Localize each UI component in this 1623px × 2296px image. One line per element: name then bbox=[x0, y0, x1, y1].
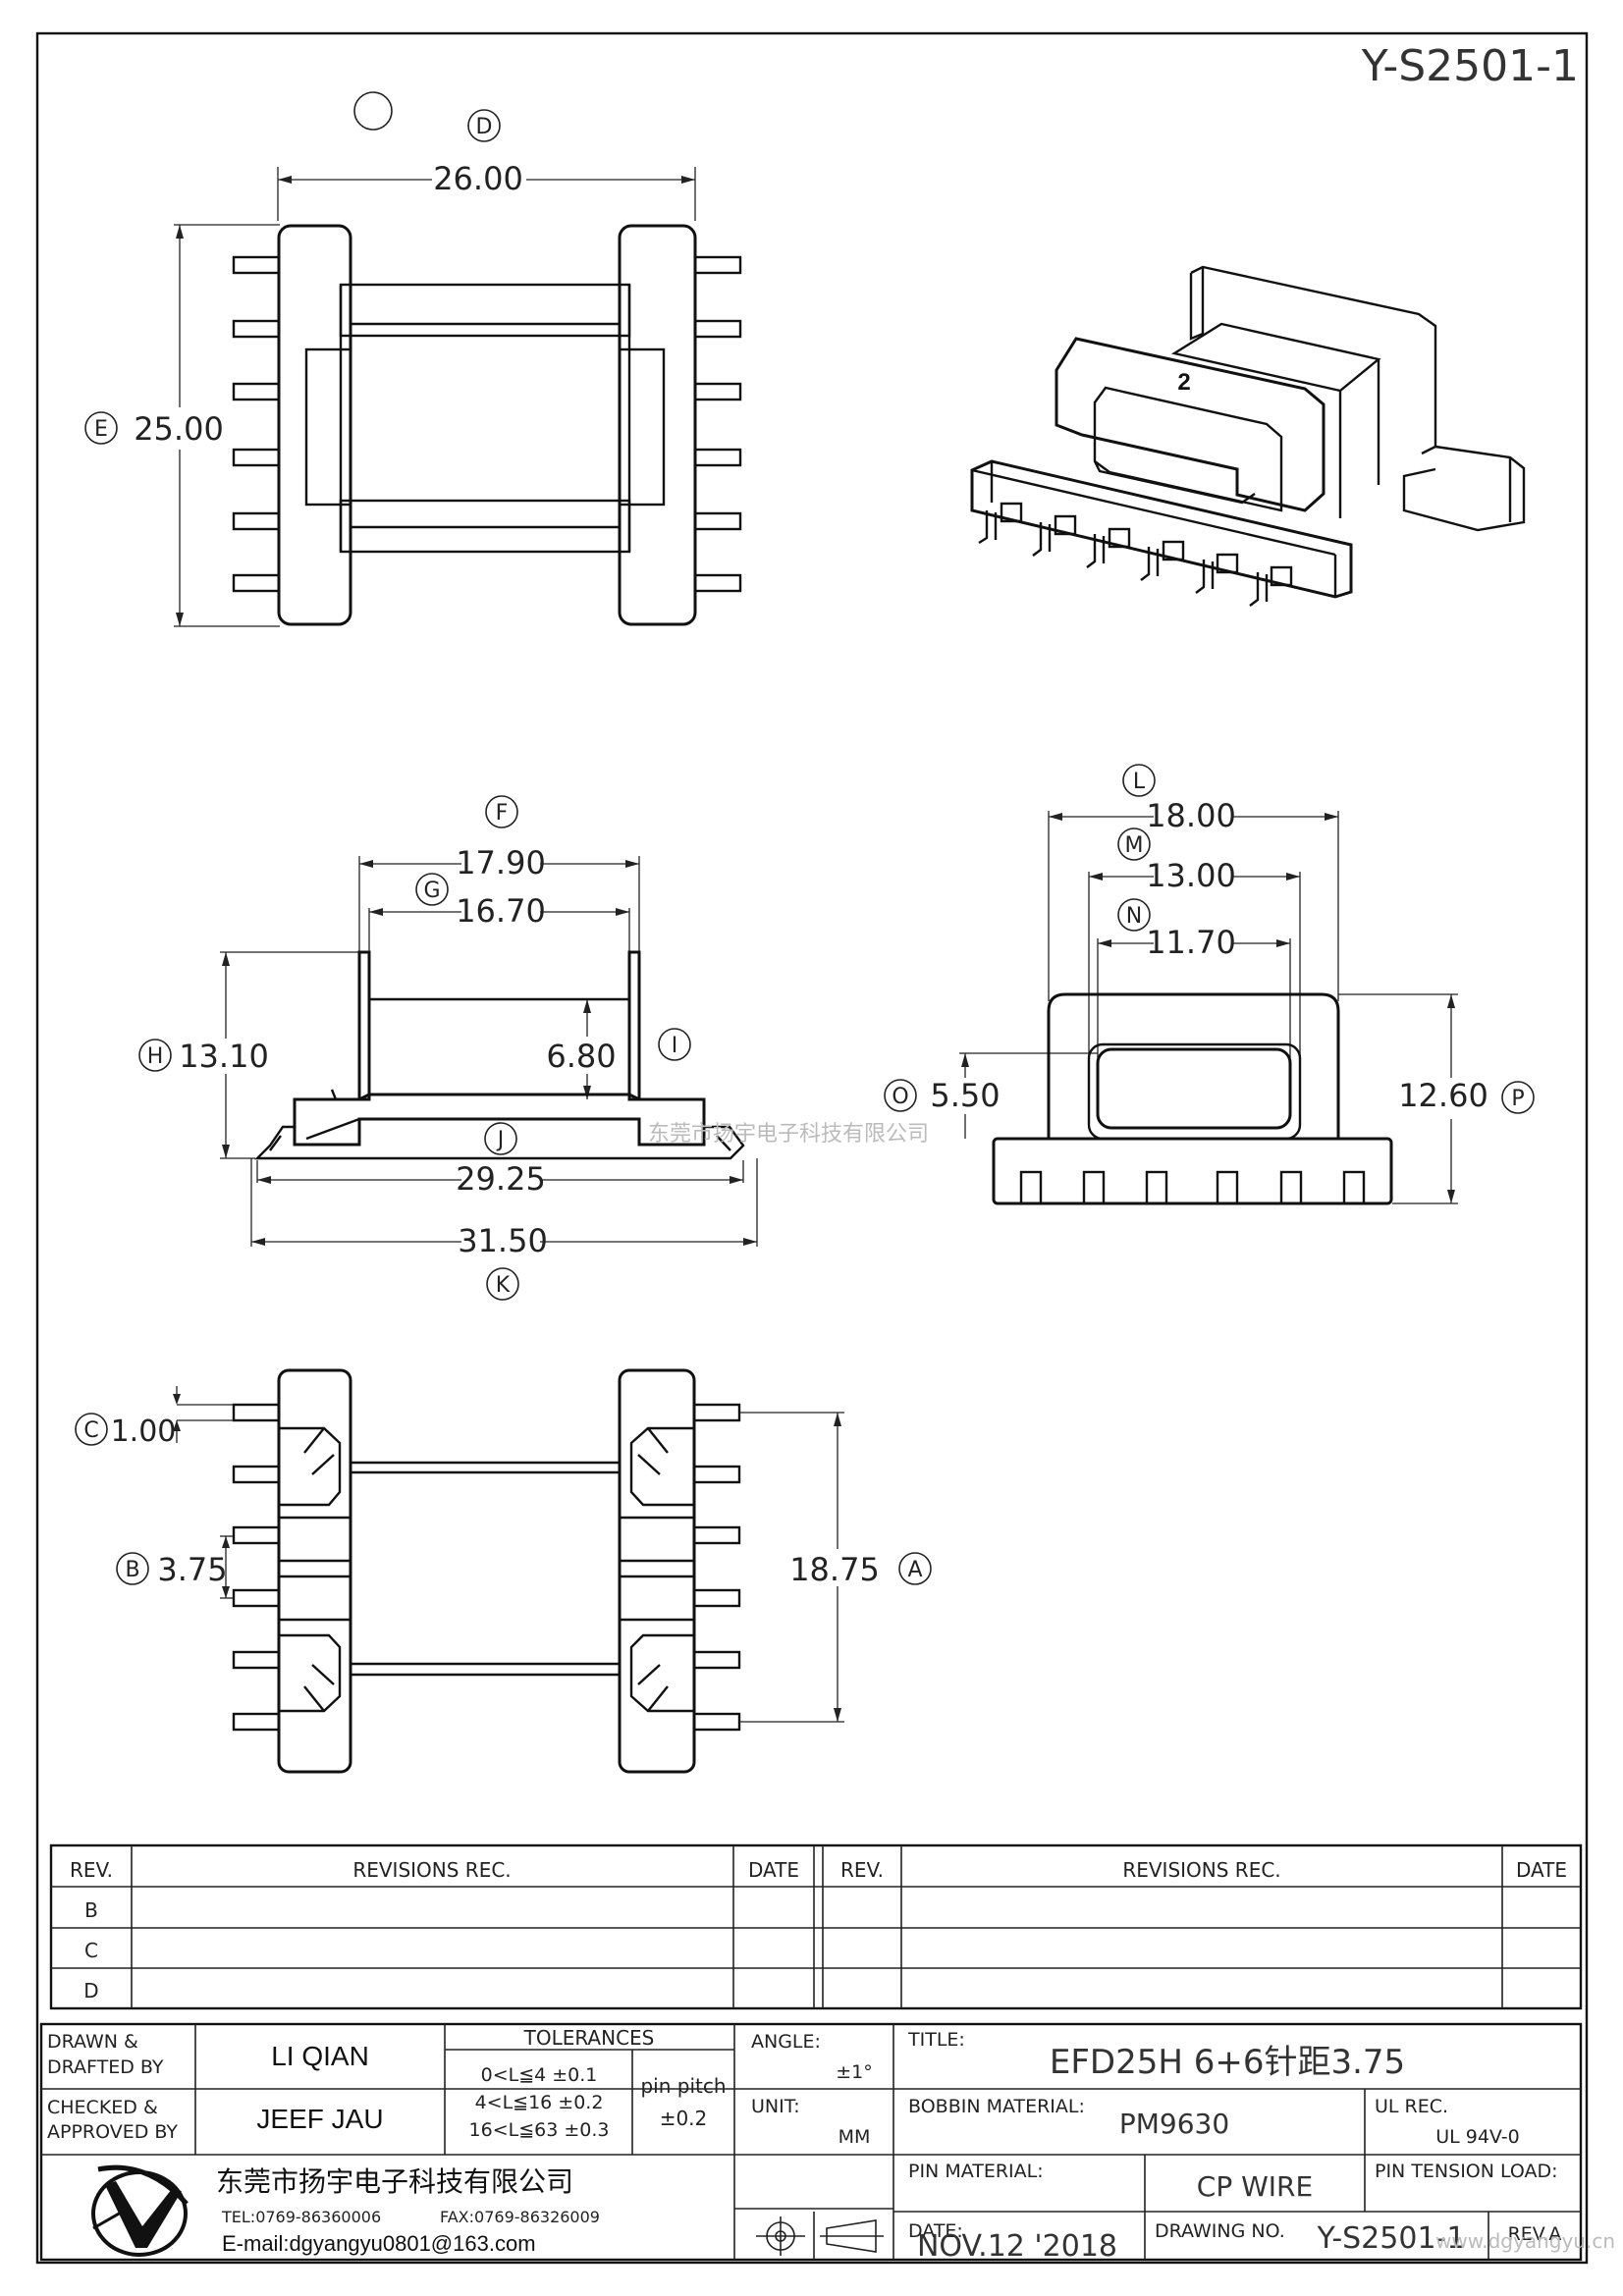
dim-value-I: 6.80 bbox=[546, 1038, 616, 1075]
tolerances-header: TOLERANCES bbox=[523, 2026, 655, 2050]
pin-pitch-label: pin pitch bbox=[640, 2074, 726, 2098]
checked-name: JEEF JAU bbox=[256, 2104, 383, 2134]
tol-line-2: 4<L≦16 ±0.2 bbox=[475, 2092, 604, 2113]
rec-header-right: REVISIONS REC. bbox=[1122, 1858, 1280, 1882]
ul-rec-value: UL 94V-0 bbox=[1435, 2126, 1520, 2148]
drawn-name: LI QIAN bbox=[271, 2041, 369, 2071]
dim-letter-M: M bbox=[1125, 833, 1144, 858]
iso-label: 2 bbox=[1177, 369, 1190, 396]
drawn-label-2: DRAFTED BY bbox=[47, 2056, 164, 2078]
pin-material-value: CP WIRE bbox=[1197, 2170, 1313, 2203]
revisions-table: REV. REVISIONS REC. DATE REV. REVISIONS … bbox=[49, 1843, 1583, 2010]
dim-letter-E: E bbox=[94, 417, 108, 442]
dim-letter-H: H bbox=[147, 1044, 164, 1069]
company-email: E-mail:dgyangyu0801@163.com bbox=[222, 2231, 536, 2256]
title-label: TITLE: bbox=[907, 2029, 965, 2051]
rev-header-right: REV. bbox=[840, 1858, 884, 1882]
date-value: NOV.12 '2018 bbox=[917, 2229, 1117, 2264]
pin-pitch-value: ±0.2 bbox=[660, 2107, 708, 2130]
company-logo-icon bbox=[91, 2164, 189, 2257]
dim-value-K: 31.50 bbox=[458, 1222, 548, 1259]
front-view: F 17.90 G 16.70 H 13.10 6.80 I bbox=[138, 795, 758, 1301]
dim-value-H: 13.10 bbox=[179, 1038, 269, 1075]
dim-letter-P: P bbox=[1511, 1087, 1524, 1111]
dim-value-D: 26.00 bbox=[433, 160, 523, 197]
header-drawing-code: Y-S2501-1 bbox=[1361, 41, 1579, 91]
dim-letter-J: J bbox=[496, 1128, 505, 1152]
rec-header-left: REVISIONS REC. bbox=[352, 1858, 511, 1882]
checked-label-2: APPROVED BY bbox=[47, 2121, 178, 2143]
dim-letter-B: B bbox=[125, 1558, 139, 1582]
date-label: DATE: bbox=[908, 2220, 963, 2242]
bobbin-material-value: PM9630 bbox=[1119, 2108, 1229, 2140]
projection-symbol-icon bbox=[756, 2216, 884, 2256]
dim-letter-N: N bbox=[1126, 904, 1142, 929]
view-marker-circle bbox=[353, 91, 393, 131]
company-fax: FAX:0769-86326009 bbox=[440, 2208, 600, 2226]
watermark-company: 东莞市扬宇电子科技有限公司 bbox=[648, 1122, 929, 1147]
angle-value: ±1° bbox=[836, 2061, 873, 2083]
drawing-no-label: DRAWING NO. bbox=[1155, 2220, 1285, 2242]
sheet-border bbox=[35, 31, 1589, 2265]
rev-row-D: D bbox=[83, 1979, 98, 2002]
company-name: 东莞市扬宇电子科技有限公司 bbox=[216, 2165, 573, 2198]
dim-value-O: 5.50 bbox=[930, 1077, 1000, 1114]
dim-letter-O: O bbox=[892, 1085, 908, 1109]
dim-value-C: 1.00 bbox=[111, 1415, 177, 1449]
bottom-view: C 1.00 B 3.75 18.75 A bbox=[75, 1368, 932, 1774]
unit-value: MM bbox=[839, 2126, 871, 2148]
dim-letter-F: F bbox=[496, 801, 509, 826]
date-header-left: DATE bbox=[748, 1858, 799, 1882]
title-block: DRAWN & DRAFTED BY LI QIAN CHECKED & APP… bbox=[39, 2022, 1583, 2264]
dim-value-A: 18.75 bbox=[789, 1551, 880, 1588]
rev-row-C: C bbox=[84, 1939, 98, 1962]
rev-value: REV.A bbox=[1508, 2223, 1562, 2245]
unit-label: UNIT: bbox=[751, 2096, 800, 2117]
tol-line-1: 0<L≦4 ±0.1 bbox=[481, 2064, 598, 2086]
dim-letter-D: D bbox=[476, 115, 493, 139]
website-watermark: www.dgyangyu.cn bbox=[1435, 2229, 1615, 2253]
dim-value-J: 29.25 bbox=[456, 1160, 546, 1198]
drawing-no-value: Y-S2501-1 bbox=[1317, 2221, 1466, 2256]
pin-material-label: PIN MATERIAL: bbox=[908, 2161, 1044, 2182]
side-view: L 18.00 M 13.00 N 11.70 O 5.50 bbox=[884, 764, 1535, 1205]
dim-value-M: 13.00 bbox=[1146, 857, 1236, 894]
checked-label-1: CHECKED & bbox=[47, 2097, 158, 2118]
drawn-label-1: DRAWN & bbox=[47, 2031, 138, 2053]
title-value: EFD25H 6+6针距3.75 bbox=[1050, 2043, 1405, 2082]
dim-value-G: 16.70 bbox=[456, 892, 546, 930]
tol-line-3: 16<L≦63 ±0.3 bbox=[469, 2119, 610, 2141]
bobbin-material-label: BOBBIN MATERIAL: bbox=[908, 2096, 1085, 2117]
dim-value-E: 25.00 bbox=[134, 410, 224, 448]
dim-letter-L: L bbox=[1133, 770, 1146, 794]
company-tel: TEL:0769-86360006 bbox=[221, 2208, 381, 2226]
rev-row-B: B bbox=[84, 1898, 98, 1922]
angle-label: ANGLE: bbox=[751, 2031, 821, 2053]
dim-letter-A: A bbox=[907, 1558, 922, 1582]
dim-value-P: 12.60 bbox=[1398, 1077, 1488, 1114]
dim-letter-K: K bbox=[496, 1273, 511, 1298]
ul-rec-label: UL REC. bbox=[1375, 2096, 1448, 2117]
date-header-right: DATE bbox=[1516, 1858, 1567, 1882]
pin-tension-label: PIN TENSION LOAD: bbox=[1375, 2161, 1558, 2182]
top-view: D 26.00 E 25.00 bbox=[84, 91, 742, 627]
dim-value-L: 18.00 bbox=[1146, 797, 1236, 834]
isometric-view: 2 bbox=[970, 265, 1526, 607]
dim-letter-C: C bbox=[83, 1418, 98, 1443]
dim-value-B: 3.75 bbox=[157, 1551, 227, 1588]
rev-header-left: REV. bbox=[70, 1858, 113, 1882]
dim-value-N: 11.70 bbox=[1146, 924, 1236, 961]
dim-letter-I: I bbox=[672, 1034, 678, 1058]
dim-letter-G: G bbox=[423, 879, 440, 903]
dim-value-F: 17.90 bbox=[456, 844, 546, 881]
